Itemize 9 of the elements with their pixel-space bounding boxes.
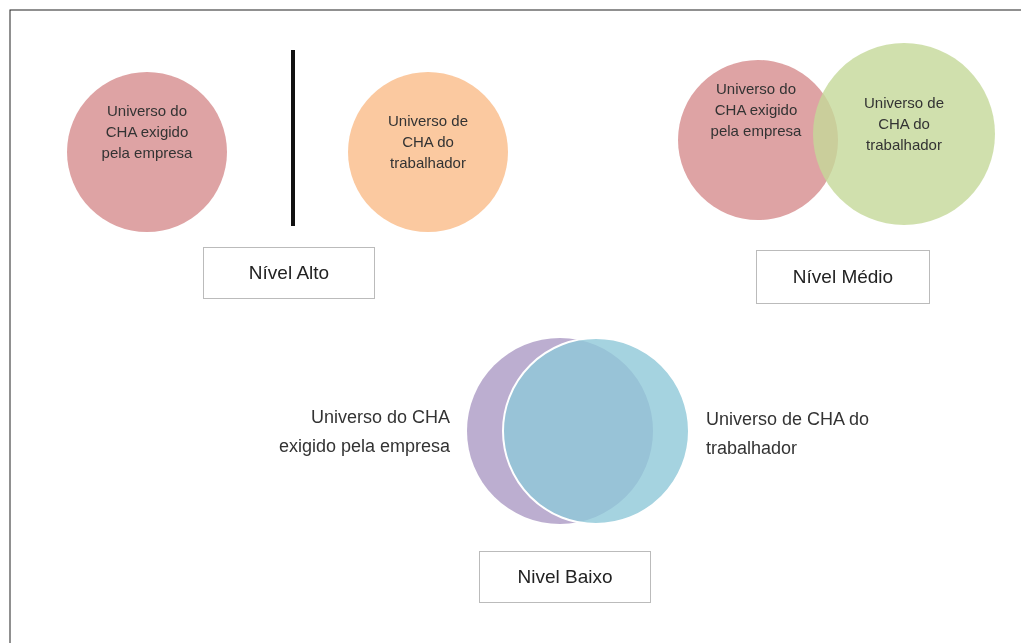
level-label: Nível Médio (756, 250, 930, 304)
circle-label: Universo do CHA exigido pela empresa (709, 79, 803, 141)
circle-label: Universo do CHA exigido pela empresa (100, 101, 194, 163)
level-label: Nivel Baixo (479, 551, 651, 603)
circle-label: Universo de CHA do trabalhador (386, 111, 469, 173)
circle-caption: Universo do CHA exigido pela empresa (277, 406, 450, 458)
level-label: Nível Alto (203, 247, 375, 299)
circle-label: Universo de CHA do trabalhador (862, 93, 945, 155)
circle-caption: Universo de CHA do trabalhador (706, 408, 871, 460)
